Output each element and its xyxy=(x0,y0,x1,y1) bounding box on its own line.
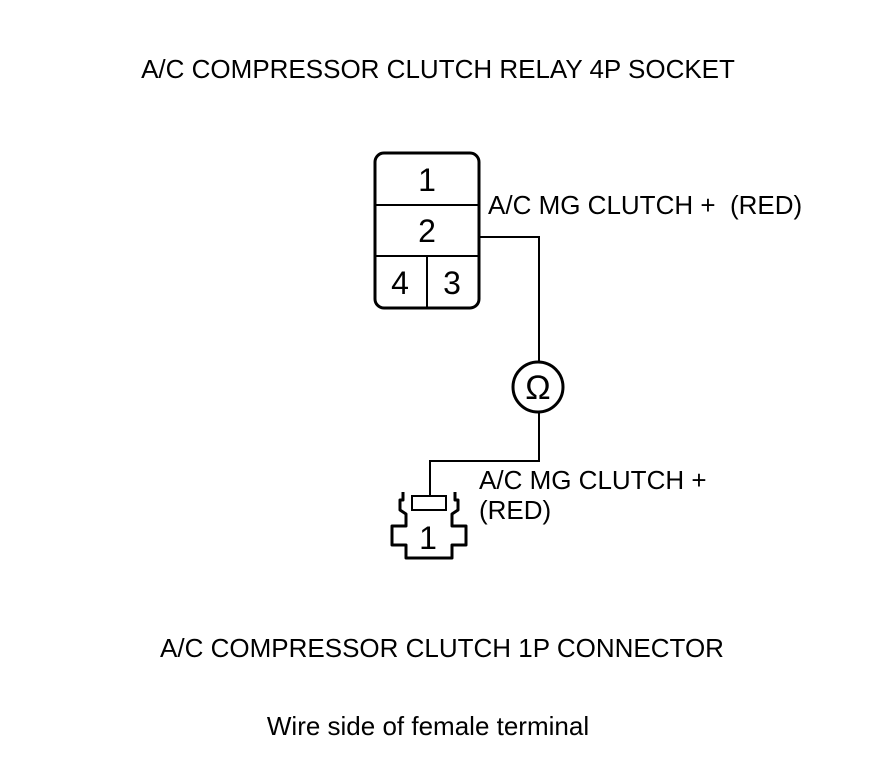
meter-to-connector-wire xyxy=(429,412,540,496)
ohm-icon: Ω xyxy=(525,369,550,407)
clutch-pin-1: 1 xyxy=(419,520,437,556)
relay-to-meter-wire xyxy=(479,236,540,364)
ohmmeter: Ω xyxy=(511,360,565,414)
relay-pin-4: 4 xyxy=(391,265,409,301)
clutch-connector-title: A/C COMPRESSOR CLUTCH 1P CONNECTOR xyxy=(160,633,724,663)
clutch-connector: 1 xyxy=(390,492,468,560)
relay-wire-label: A/C MG CLUTCH + (RED) xyxy=(488,190,802,220)
relay-pin-2: 2 xyxy=(418,213,436,249)
clutch-connector-housing xyxy=(390,492,468,560)
wire-side-note: Wire side of female terminal xyxy=(267,711,589,741)
relay-pin-3: 3 xyxy=(443,265,461,301)
clutch-wire-label-line2: (RED) xyxy=(479,495,551,525)
relay-socket: 1 2 4 3 xyxy=(373,151,481,310)
clutch-connector-latch xyxy=(411,495,447,511)
clutch-wire-label-line1: A/C MG CLUTCH + xyxy=(479,465,707,495)
relay-pin-1: 1 xyxy=(418,162,436,198)
relay-socket-title: A/C COMPRESSOR CLUTCH RELAY 4P SOCKET xyxy=(141,54,735,84)
